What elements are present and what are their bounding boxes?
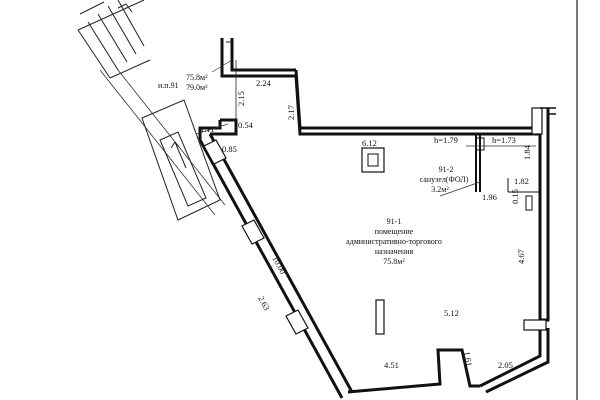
dim-1-82: 1.82: [514, 176, 529, 186]
main-room-line-3: назначения: [375, 247, 414, 256]
dimension-leaders: [195, 59, 536, 197]
dim-5-12: 5.12: [444, 308, 459, 318]
dim-2-05: 2.05: [498, 360, 513, 370]
dim-2-17: 2.17: [286, 105, 296, 120]
right-wall-notch: [523, 107, 547, 331]
main-room-line-1: помещение: [375, 227, 414, 236]
right-wall-stubs: [540, 107, 556, 115]
main-room-line-2: административно-торгового: [346, 237, 442, 246]
column-inner: [367, 153, 379, 167]
dim-0-15: 0.15: [510, 189, 520, 204]
wc-door-marks: [475, 137, 540, 211]
main-room-area: 75.8м²: [383, 257, 405, 266]
area-label-1: 75.8м²: [186, 73, 208, 82]
dim-h-1-79: h=1.79: [434, 135, 458, 145]
dim-6-12: 6.12: [362, 138, 377, 148]
dim-h-1-73: h=1.73: [492, 135, 516, 145]
dim-0-85: 0.85: [222, 144, 237, 154]
interior-pier: [375, 299, 385, 335]
main-room-number: 91-1: [387, 217, 402, 226]
dim-4-51: 4.51: [384, 360, 399, 370]
entrance-ramp: [141, 99, 221, 221]
dim-4-67: 4.67: [516, 249, 526, 264]
wc-room-number: 91-2: [439, 165, 454, 174]
dim-1-96: 1.96: [482, 192, 497, 202]
stair-guide-lines: [99, 69, 226, 216]
column-box: [361, 147, 385, 173]
dim-1-11: 1.11: [200, 124, 215, 134]
area-label-2: 79.0м²: [186, 83, 208, 92]
diagonal-wall-windows: [203, 139, 309, 335]
dim-1-61: 1.61: [462, 351, 474, 367]
dim-2-63: 2.63: [256, 294, 272, 312]
wc-room-area: 3.2м²: [431, 185, 449, 194]
dim-0-54: 0.54: [238, 120, 254, 130]
dim-2-24: 2.24: [256, 78, 272, 88]
outside-stair: [77, 0, 151, 79]
dim-1-84: 1.84: [522, 144, 532, 160]
exterior-walls: [198, 38, 550, 399]
wc-room-name: санузел(ФОЛ): [420, 175, 469, 184]
plot-id-label: и.п.91: [158, 81, 179, 90]
dim-2-15: 2.15: [236, 91, 246, 106]
